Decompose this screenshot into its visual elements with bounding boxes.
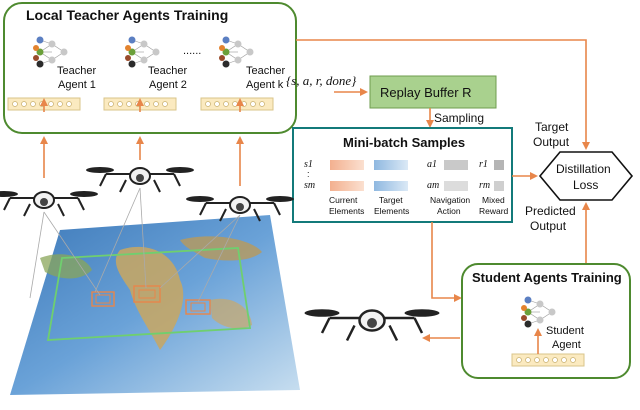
teacher-panel: Local Teacher Agents Training Teacher Ag… (3, 2, 297, 134)
current-elements-row (330, 181, 364, 191)
ellipsis: ...... (183, 45, 201, 57)
state-last-label: sm (304, 180, 315, 191)
student-panel-title: Student Agents Training (472, 270, 622, 285)
current-elements-row (330, 160, 364, 170)
teacher-agent-label: Teacher (246, 65, 285, 77)
earth-map (10, 187, 300, 395)
target-elements-row (374, 181, 408, 191)
predicted-output-label: Output (530, 219, 567, 233)
predicted-output-label: Predicted (525, 204, 576, 218)
teacher-input-bar (200, 97, 274, 111)
distillation-loss-node (538, 151, 634, 201)
col-label: Target (379, 195, 403, 205)
replay-buffer-label: Replay Buffer R (380, 85, 472, 100)
col-label: Action (437, 206, 461, 216)
teacher-agent-label: Agent 1 (58, 79, 96, 91)
student-panel: Student Agents Training Student Agent (461, 263, 631, 379)
col-label: Reward (479, 206, 509, 216)
distillation-label: Loss (573, 178, 598, 192)
state-first-label: s1 (304, 159, 313, 170)
target-output-label: Target (535, 120, 569, 134)
target-output-label: Output (533, 135, 570, 149)
minibatch-title: Mini-batch Samples (343, 135, 465, 150)
minibatch-panel: Mini-batch Samples s1 : sm a1 am r1 rm C… (292, 127, 513, 223)
mixed-reward-row (494, 160, 504, 170)
distillation-label: Distillation (556, 162, 611, 176)
teacher-agent-label: Agent 2 (149, 79, 187, 91)
col-label: Current (329, 195, 358, 205)
reward-first-label: r1 (479, 159, 488, 170)
mixed-reward-row (494, 181, 504, 191)
action-last-label: am (427, 180, 439, 191)
teacher-drone-icon (0, 190, 99, 217)
teacher-agent-label: Teacher (148, 65, 187, 77)
reward-last-label: rm (479, 180, 490, 191)
experience-tuple: {s, a, r, done} (286, 73, 357, 88)
col-label: Mixed (482, 195, 505, 205)
replay-buffer-box (369, 75, 497, 109)
vertical-dots: : (307, 169, 310, 179)
student-input-bar (511, 353, 585, 367)
teacher-agent-label: Teacher (57, 65, 96, 77)
student-drone-icon (303, 308, 441, 342)
student-agent-label: Agent (552, 339, 581, 351)
target-elements-row (374, 160, 408, 170)
flow-arrows (40, 39, 590, 342)
col-label: Elements (329, 206, 364, 216)
student-agent-label: Student (546, 325, 584, 337)
col-label: Navigation (430, 195, 470, 205)
action-first-label: a1 (427, 159, 437, 170)
navigation-action-row (444, 160, 468, 170)
sampling-label: Sampling (434, 111, 484, 125)
teacher-panel-title: Local Teacher Agents Training (26, 7, 228, 23)
navigation-action-row (444, 181, 468, 191)
teacher-agent-label: Agent k (246, 79, 284, 91)
col-label: Elements (374, 206, 409, 216)
